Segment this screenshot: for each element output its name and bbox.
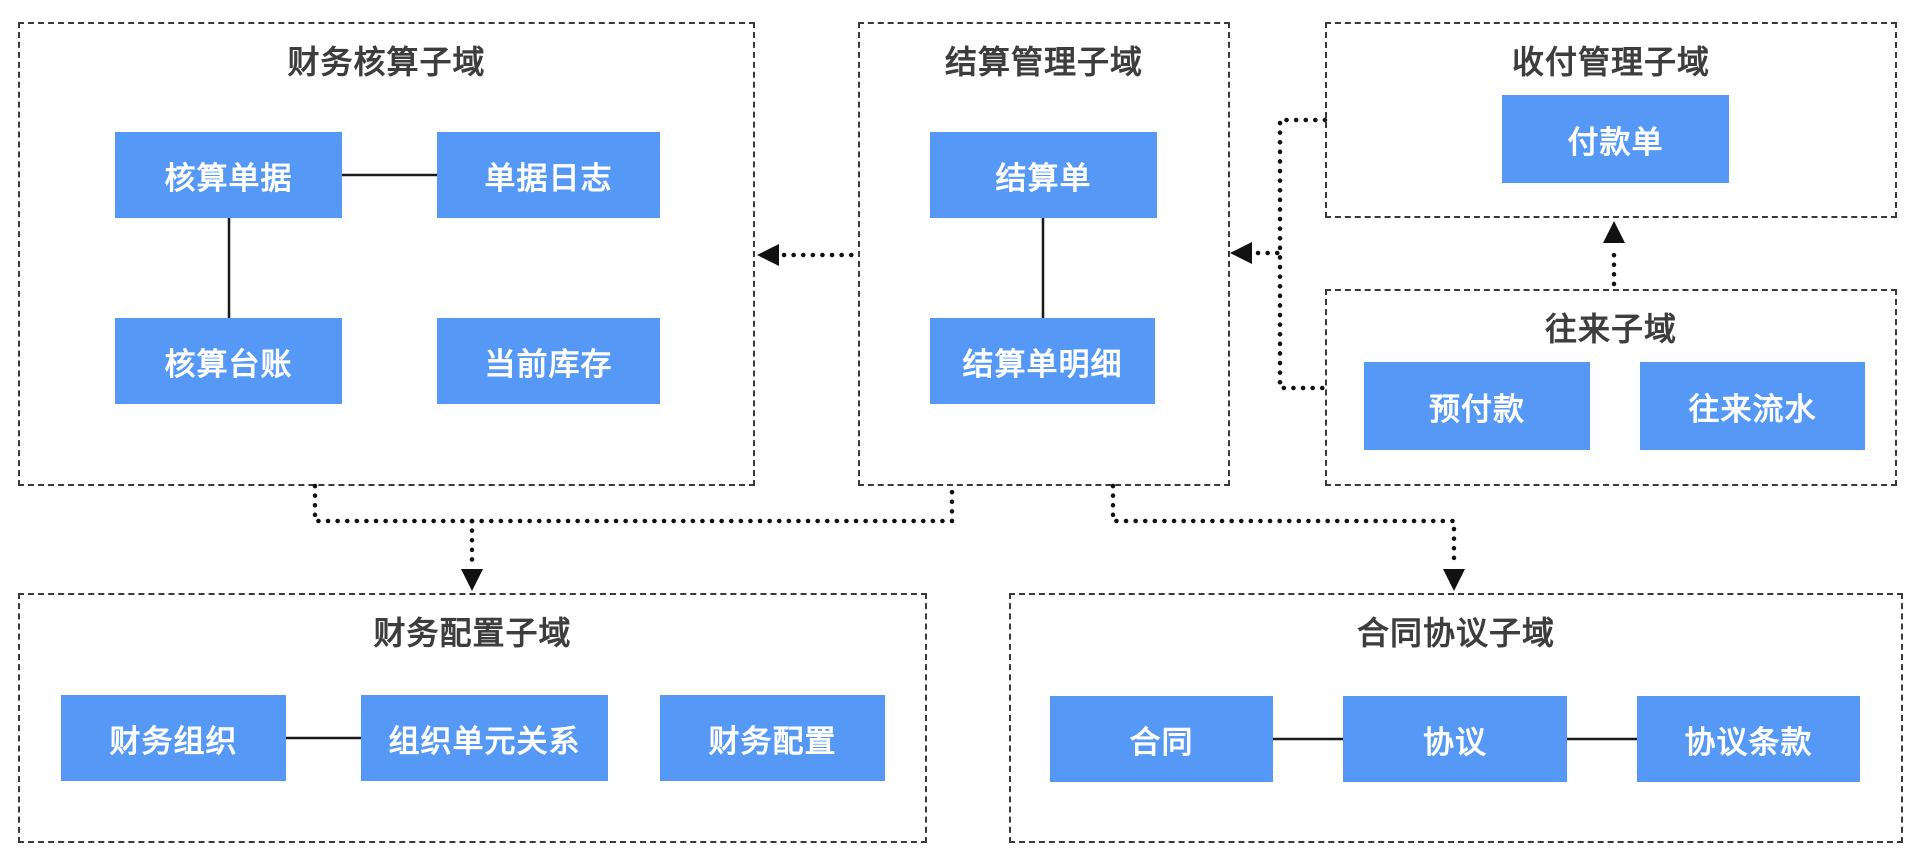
entity-accounting-document: 核算单据 [115,132,342,218]
arrowhead-into-contract-agreement [1443,569,1465,591]
domain-title-payment-management: 收付管理子域 [1511,44,1710,80]
arrowhead-into-financial-configuration [461,569,483,591]
entity-agreement-terms: 协议条款 [1637,696,1860,782]
entity-prepayment: 预付款 [1364,362,1590,450]
entity-document-log: 单据日志 [437,132,660,218]
domain-title-financial-accounting: 财务核算子域 [287,44,486,80]
edge-settlement-to-contract-agreement [1110,483,1457,567]
arrowhead-into-payment-management [1603,221,1625,243]
entity-transaction-flow: 往来流水 [1640,362,1865,450]
entity-agreement: 协议 [1343,696,1567,782]
entity-settlement-order: 结算单 [930,132,1157,218]
domain-financial-accounting: 财务核算子域 [18,22,755,486]
domain-contract-agreement: 合同协议子域 [1009,593,1903,843]
edge-payment-and-transactions-trunk [1277,117,1328,391]
domain-title-settlement-management: 结算管理子域 [944,44,1143,80]
arrowhead-into-settlement-management [1230,242,1252,264]
entity-accounting-ledger: 核算台账 [115,318,342,404]
entity-payment-order: 付款单 [1502,95,1729,183]
entity-current-inventory: 当前库存 [437,318,660,404]
entity-financial-configuration: 财务配置 [660,695,885,781]
entity-org-unit-relation: 组织单元关系 [361,695,608,781]
domain-financial-configuration: 财务配置子域 [18,593,927,843]
domain-title-financial-configuration: 财务配置子域 [373,615,572,651]
entity-settlement-order-detail: 结算单明细 [930,318,1155,404]
edge-accounting-and-settlement-trunk [312,483,955,524]
entity-financial-organization: 财务组织 [61,695,286,781]
arrowhead-into-financial-accounting [757,244,779,266]
entity-contract: 合同 [1050,696,1273,782]
domain-title-contract-agreement: 合同协议子域 [1356,615,1555,651]
domain-title-transactions: 往来子域 [1544,311,1677,347]
domain-settlement-management: 结算管理子域 [858,22,1230,486]
